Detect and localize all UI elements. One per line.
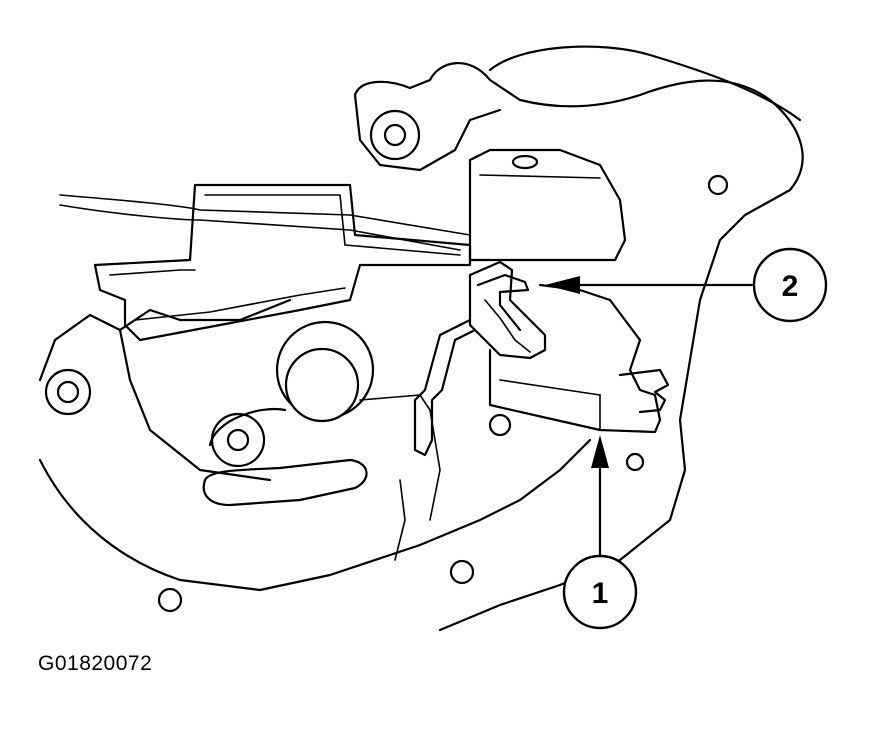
upper-cover: [93, 183, 472, 342]
lower-channel: [202, 394, 441, 561]
bolt-hole: [157, 587, 183, 613]
case-outline: [38, 45, 804, 632]
bolt-hole: [707, 174, 729, 196]
callout-1-arrowhead: [591, 435, 609, 468]
bolt-holes: [44, 109, 729, 613]
bolt-hole: [625, 452, 645, 472]
right-boss: [468, 148, 627, 262]
bolt-hole: [383, 123, 407, 147]
figure-code: G01820072: [38, 652, 153, 675]
bolt-hole: [56, 380, 80, 404]
callout-1-label: 1: [592, 577, 609, 610]
retaining-clip: [413, 260, 547, 457]
shaft-boss: [208, 320, 375, 447]
callout-1: 1: [562, 554, 638, 630]
detent-bracket: [488, 283, 670, 434]
callout-2-label: 2: [782, 270, 799, 303]
leader-lines: [545, 276, 754, 562]
callout-2: 2: [752, 247, 828, 323]
bolt-hole: [449, 559, 475, 585]
bolt-hole: [226, 428, 250, 452]
bolt-hole: [488, 413, 512, 437]
callout-2-arrowhead: [545, 276, 580, 294]
bolt-hole: [511, 154, 539, 170]
